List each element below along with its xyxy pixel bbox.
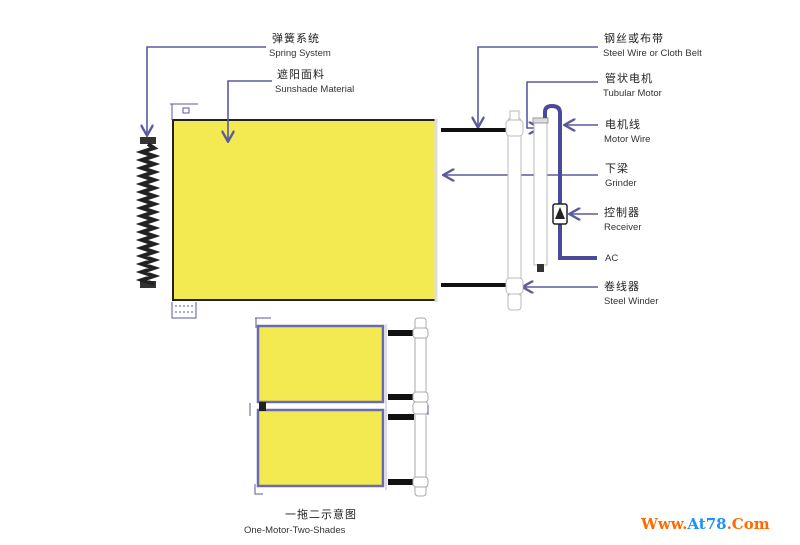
tubular-motor-label-en: Tubular Motor [603, 88, 662, 99]
grinder-label-en: Grinder [605, 178, 637, 189]
motor-wire-label-en: Motor Wire [604, 134, 651, 145]
spring-system-label-cn: 弹簧系统 [272, 32, 320, 45]
watermark-www: Www. [641, 515, 688, 533]
spring [135, 137, 161, 288]
motor-wire-label-cn: 电机线 [605, 118, 641, 131]
steel-wire-label-en: Steel Wire or Cloth Belt [603, 48, 702, 59]
caption-en: One-Motor-Two-Shades [244, 525, 346, 536]
top-bracket [170, 103, 198, 319]
tubular-motor [532, 117, 549, 272]
main-shade [170, 103, 438, 319]
steel-winder-label-cn: 卷线器 [604, 280, 640, 293]
receiver-label-en: Receiver [604, 222, 642, 233]
leader-lines [147, 46, 598, 287]
sunshade-fabric [172, 119, 437, 301]
spring-system-label-en: Spring System [269, 48, 331, 59]
watermark-com: .Com [726, 515, 770, 533]
steel-wire-label-cn: 钢丝或布带 [604, 32, 664, 45]
receiver-icon [552, 203, 568, 225]
receiver-label-cn: 控制器 [604, 206, 640, 219]
motor-wire [543, 103, 597, 260]
ac-label: AC [605, 253, 619, 264]
sunshade-label-cn: 遮阳面料 [277, 68, 325, 81]
steel-wire-leader [478, 46, 598, 126]
watermark-at78: At78 [687, 515, 727, 533]
sunshade-label-en: Sunshade Material [275, 84, 355, 95]
tubular-motor-label-cn: 管状电机 [605, 72, 653, 85]
one-motor-two-shades [249, 317, 429, 497]
steel-winder-label-en: Steel Winder [604, 296, 659, 307]
caption-cn: 一拖二示意图 [285, 508, 357, 521]
spring-leader [147, 46, 266, 134]
winder-column [505, 110, 524, 311]
sunshade-leader [228, 80, 272, 140]
grinder-label-cn: 下梁 [605, 162, 629, 175]
watermark: Www.At78.Com [641, 515, 770, 533]
motor-leader [526, 81, 598, 128]
